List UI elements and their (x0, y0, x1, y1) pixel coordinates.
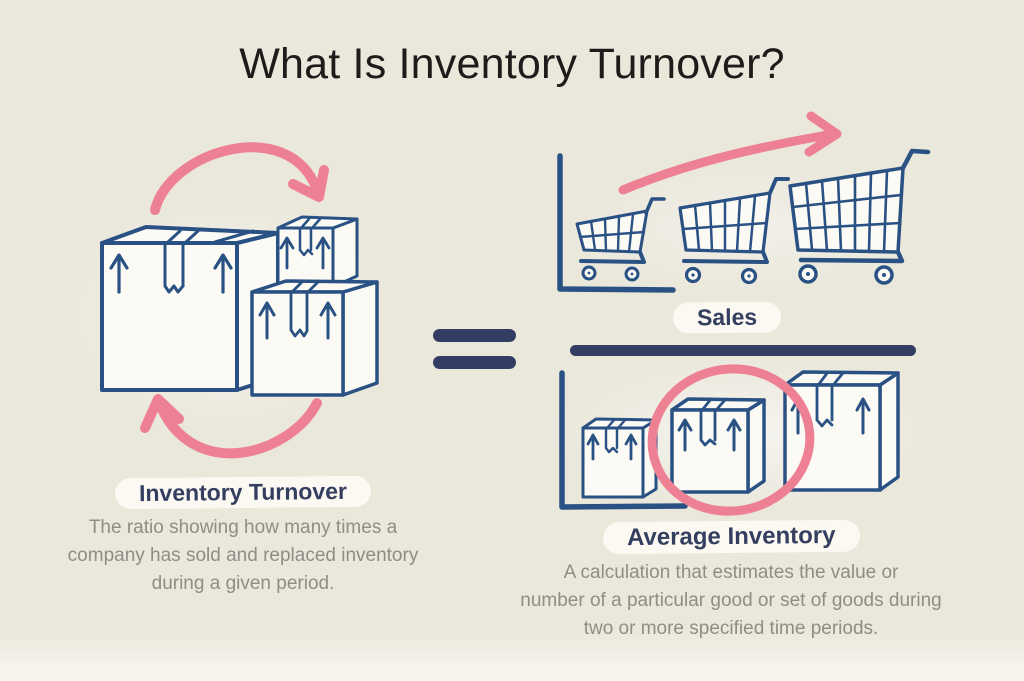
sales-caption: Sales (545, 301, 910, 334)
cycle-arrow-top (150, 142, 329, 215)
average-inventory-label: Average Inventory (602, 519, 860, 555)
cardboard-box-medium (250, 279, 379, 397)
average-inventory-description: A calculation that estimates the value o… (520, 562, 942, 639)
sales-carts-illustration (557, 111, 931, 293)
shopping-cart-medium (678, 177, 790, 285)
highlight-circle (647, 364, 815, 516)
inventory-turnover-label: Inventory Turnover (114, 475, 372, 510)
shopping-cart-small (575, 197, 666, 282)
equals-bar-bottom (433, 356, 516, 369)
chart-axis (557, 153, 676, 293)
inventory-box-medium (670, 397, 766, 494)
page-title: What Is Inventory Turnover? (239, 40, 785, 88)
sales-trend-arrow (618, 111, 842, 195)
inventory-cycle-illustration (100, 142, 379, 459)
chart-axis (559, 370, 688, 510)
inventory-turnover-description: The ratio showing how many times a compa… (67, 517, 419, 594)
cardboard-box-small (276, 215, 359, 289)
shopping-cart-large (788, 148, 931, 285)
equals-bar-top (433, 329, 516, 342)
inventory-box-small (581, 417, 658, 499)
sales-label: Sales (673, 301, 782, 334)
average-inventory-illustration (559, 364, 900, 516)
inventory-turnover-caption: Inventory Turnover The ratio showing how… (28, 475, 458, 598)
cycle-arrow-bottom (140, 394, 322, 459)
fraction-bar (570, 345, 916, 356)
average-inventory-caption: Average Inventory A calculation that est… (496, 519, 966, 643)
